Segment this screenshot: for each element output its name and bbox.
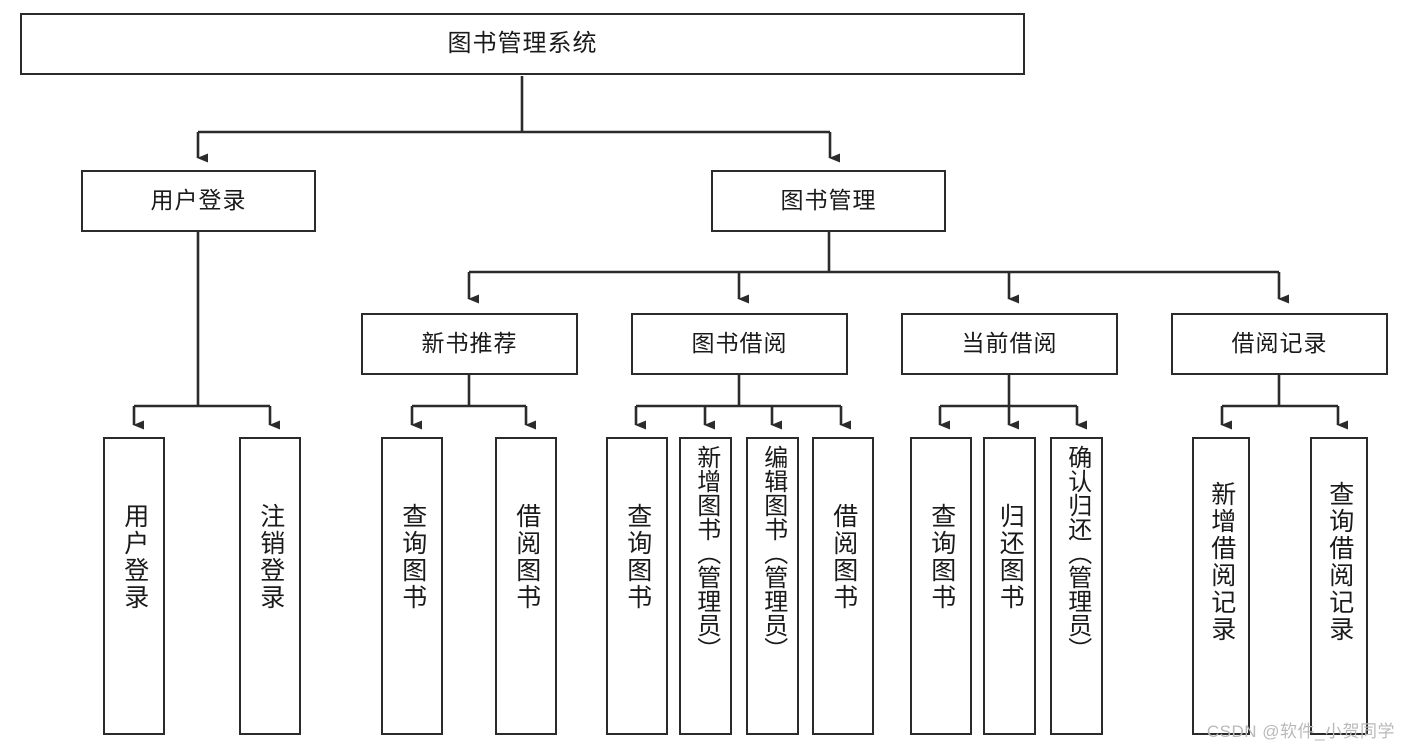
node-book-management[interactable]: 图书管理 (711, 170, 946, 232)
node-current-borrow[interactable]: 当前借阅 (901, 313, 1118, 375)
watermark: CSDN @软件_小贺同学 (1206, 722, 1395, 741)
node-book-borrow[interactable]: 图书借阅 (631, 313, 848, 375)
node-label: 新书推荐 (421, 330, 518, 357)
node-label: 新增借阅记录 (1207, 481, 1236, 643)
node-label: 注销登录 (256, 503, 285, 611)
leaf-borrow-book-new[interactable]: 借阅图书 (495, 437, 557, 735)
node-root-system[interactable]: 图书管理系统 (20, 13, 1025, 75)
node-borrow-record[interactable]: 借阅记录 (1171, 313, 1388, 375)
node-label: 查询图书 (927, 503, 956, 611)
node-label: 确认归还（管理员） (1063, 445, 1091, 661)
node-label: 借阅记录 (1231, 330, 1328, 357)
node-label: 用户登录 (120, 503, 149, 611)
node-label: 归还图书 (996, 503, 1025, 611)
node-label: 查询图书 (623, 503, 652, 611)
node-label: 查询借阅记录 (1325, 481, 1354, 643)
leaf-return-book[interactable]: 归还图书 (983, 437, 1036, 735)
leaf-query-book-new[interactable]: 查询图书 (381, 437, 443, 735)
node-label: 当前借阅 (961, 330, 1058, 357)
leaf-query-book-borrow[interactable]: 查询图书 (606, 437, 668, 735)
node-label: 查询图书 (398, 503, 427, 611)
node-new-book-recommend[interactable]: 新书推荐 (361, 313, 578, 375)
leaf-edit-book-admin[interactable]: 编辑图书（管理员） (746, 437, 799, 735)
leaf-user-logout[interactable]: 注销登录 (239, 437, 301, 735)
leaf-query-borrow-record[interactable]: 查询借阅记录 (1310, 437, 1368, 735)
node-label: 新增图书（管理员） (692, 445, 720, 661)
node-label: 图书借阅 (691, 330, 788, 357)
leaf-borrow-book[interactable]: 借阅图书 (812, 437, 874, 735)
node-label: 用户登录 (150, 187, 247, 214)
node-user-login[interactable]: 用户登录 (81, 170, 316, 232)
leaf-add-borrow-record[interactable]: 新增借阅记录 (1192, 437, 1250, 735)
node-label: 编辑图书（管理员） (759, 445, 787, 661)
leaf-query-book-current[interactable]: 查询图书 (910, 437, 972, 735)
node-label: 借阅图书 (829, 503, 858, 611)
leaf-user-login[interactable]: 用户登录 (103, 437, 165, 735)
node-label: 借阅图书 (512, 503, 541, 611)
node-label: 图书管理系统 (447, 29, 598, 57)
node-label: 图书管理 (780, 187, 877, 214)
leaf-add-book-admin[interactable]: 新增图书（管理员） (679, 437, 732, 735)
leaf-confirm-return-admin[interactable]: 确认归还（管理员） (1050, 437, 1103, 735)
